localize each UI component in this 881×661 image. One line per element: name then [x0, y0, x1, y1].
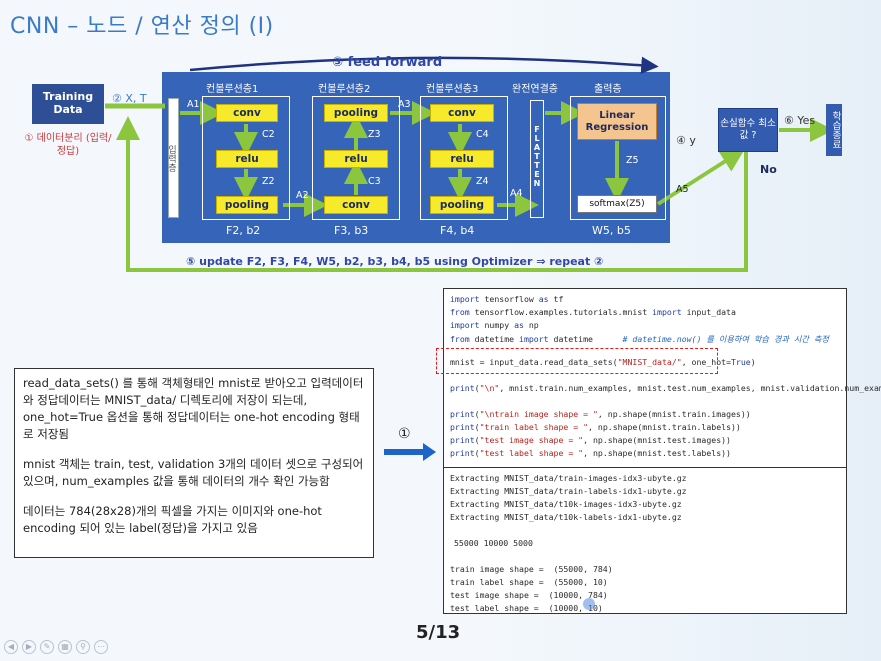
code-line: print("\n", mnist.train.num_examples, mn… [450, 383, 881, 393]
b1-relu: relu [216, 150, 278, 168]
code-line: print("train label shape = ", np.shape(m… [450, 422, 741, 432]
code-line: from tensorflow.examples.tutorials.mnist… [450, 307, 736, 317]
label-z2: Z2 [262, 176, 275, 187]
flatten-letter: T [534, 161, 540, 170]
code-line: import tensorflow as tf [450, 294, 564, 304]
flatten-letter: N [533, 179, 541, 188]
training-data-caption: ① 데이터분리 (입력/정답) [24, 133, 112, 157]
flatten-letter: E [534, 170, 540, 179]
linear-regression-box: Linear Regression [577, 103, 657, 140]
next-slide-icon[interactable]: ▶ [22, 640, 36, 654]
output-line: Extracting MNIST_data/train-images-idx3-… [450, 473, 687, 483]
header-conv3: 컨볼루션층3 [426, 84, 479, 95]
b1-pooling: pooling [216, 196, 278, 214]
b2-conv: conv [324, 196, 388, 214]
b2-relu: relu [324, 150, 388, 168]
flatten-letter: F [534, 125, 540, 134]
code-line: mnist = input_data.read_data_sets("MNIST… [450, 357, 756, 367]
code-line: print("\ntrain image shape = ", np.shape… [450, 409, 751, 419]
output-block [570, 96, 666, 220]
slide-title: CNN – 노드 / 연산 정의 (I) [10, 14, 274, 39]
softmax-box: softmax(Z5) [577, 195, 657, 213]
label-a1: A1 [187, 99, 200, 110]
output-line: test label shape = (10000, 10) [450, 603, 603, 613]
b3-pooling: pooling [430, 196, 494, 214]
label-c4: C4 [476, 129, 489, 140]
more-icon[interactable]: ⋯ [94, 640, 108, 654]
code-line: print("test image shape = ", np.shape(mn… [450, 435, 731, 445]
output-line: Extracting MNIST_data/t10k-labels-idx1-u… [450, 512, 682, 522]
feed-forward-label: ③ feed forward [332, 55, 443, 70]
params-conv3: F4, b4 [440, 224, 475, 237]
no-label: No [760, 163, 777, 176]
flatten-letter: A [533, 143, 541, 152]
header-fc: 완전연결층 [512, 84, 558, 95]
b1-conv: conv [216, 104, 278, 122]
conv-block-3 [420, 96, 508, 220]
desc-paragraph-3: 데이터는 784(28x28)개의 픽셀을 가지는 이미지와 one-hot e… [23, 504, 322, 535]
label-c2: C2 [262, 129, 275, 140]
pen-icon[interactable]: ✎ [40, 640, 54, 654]
label-a3: A3 [398, 99, 411, 110]
flatten-letter: T [534, 152, 540, 161]
code-line: from datetime import datetime # datetime… [450, 334, 829, 344]
header-conv2: 컨볼루션층2 [318, 84, 371, 95]
desc-paragraph-1: read_data_sets() 를 통해 객체형태인 mnist로 받아오고 … [23, 376, 364, 441]
mouse-cursor-icon [583, 598, 595, 610]
conv-block-1 [202, 96, 290, 220]
flatten-letter: L [534, 134, 540, 143]
label-z4: Z4 [476, 176, 489, 187]
output-line: train label shape = (55000, 10) [450, 577, 608, 587]
y-label: ④ y [676, 134, 696, 147]
zoom-icon[interactable]: ⚲ [76, 640, 90, 654]
output-line: Extracting MNIST_data/t10k-images-idx3-u… [450, 499, 682, 509]
yes-label: ⑥ Yes [784, 114, 816, 127]
output-line: train image shape = (55000, 784) [450, 564, 613, 574]
label-c3: C3 [368, 176, 381, 187]
update-label: ⑤ update F2, F3, F4, W5, b2, b3, b4, b5 … [186, 255, 604, 268]
params-conv1: F2, b2 [226, 224, 261, 237]
code-line: import numpy as np [450, 320, 539, 330]
label-z3: Z3 [368, 129, 381, 140]
highlight-dashed-box [436, 348, 718, 374]
grid-icon[interactable]: ▦ [58, 640, 72, 654]
page-number: 5/13 [416, 622, 461, 643]
header-output: 출력층 [594, 84, 622, 95]
b2-pooling: pooling [324, 104, 388, 122]
header-conv1: 컨볼루션층1 [206, 84, 259, 95]
params-conv2: F3, b3 [334, 224, 369, 237]
training-data-box: Training Data [32, 84, 104, 124]
prev-slide-icon[interactable]: ◀ [4, 640, 18, 654]
flatten-bar: F L A T T E N [530, 100, 544, 218]
loss-min-box: 손실함수 최소값 ? [718, 108, 778, 152]
b3-conv: conv [430, 104, 494, 122]
desc-paragraph-2: mnist 객체는 train, test, validation 3개의 데이… [23, 457, 364, 488]
training-end-box: 학습종료 [826, 104, 842, 156]
xt-label: ② X, T [112, 92, 147, 105]
code-line: print("test label shape = ", np.shape(mn… [450, 448, 731, 458]
label-z5: Z5 [626, 155, 639, 166]
output-line: Extracting MNIST_data/train-labels-idx1-… [450, 486, 687, 496]
output-line: test image shape = (10000, 784) [450, 590, 608, 600]
label-a4: A4 [510, 188, 523, 199]
label-a2: A2 [296, 190, 309, 201]
code-source: import tensorflow as tf from tensorflow.… [444, 289, 881, 468]
code-panel: import tensorflow as tf from tensorflow.… [443, 288, 881, 614]
conv-block-2 [312, 96, 400, 220]
step-marker: ① [398, 426, 411, 442]
output-line: 55000 10000 5000 [454, 538, 533, 548]
input-layer-bar: 입력층 [166, 98, 179, 218]
params-output: W5, b5 [592, 224, 631, 237]
label-a5: A5 [676, 184, 689, 195]
b3-relu: relu [430, 150, 494, 168]
description-box: read_data_sets() 를 통해 객체형태인 mnist로 받아오고 … [14, 368, 374, 558]
